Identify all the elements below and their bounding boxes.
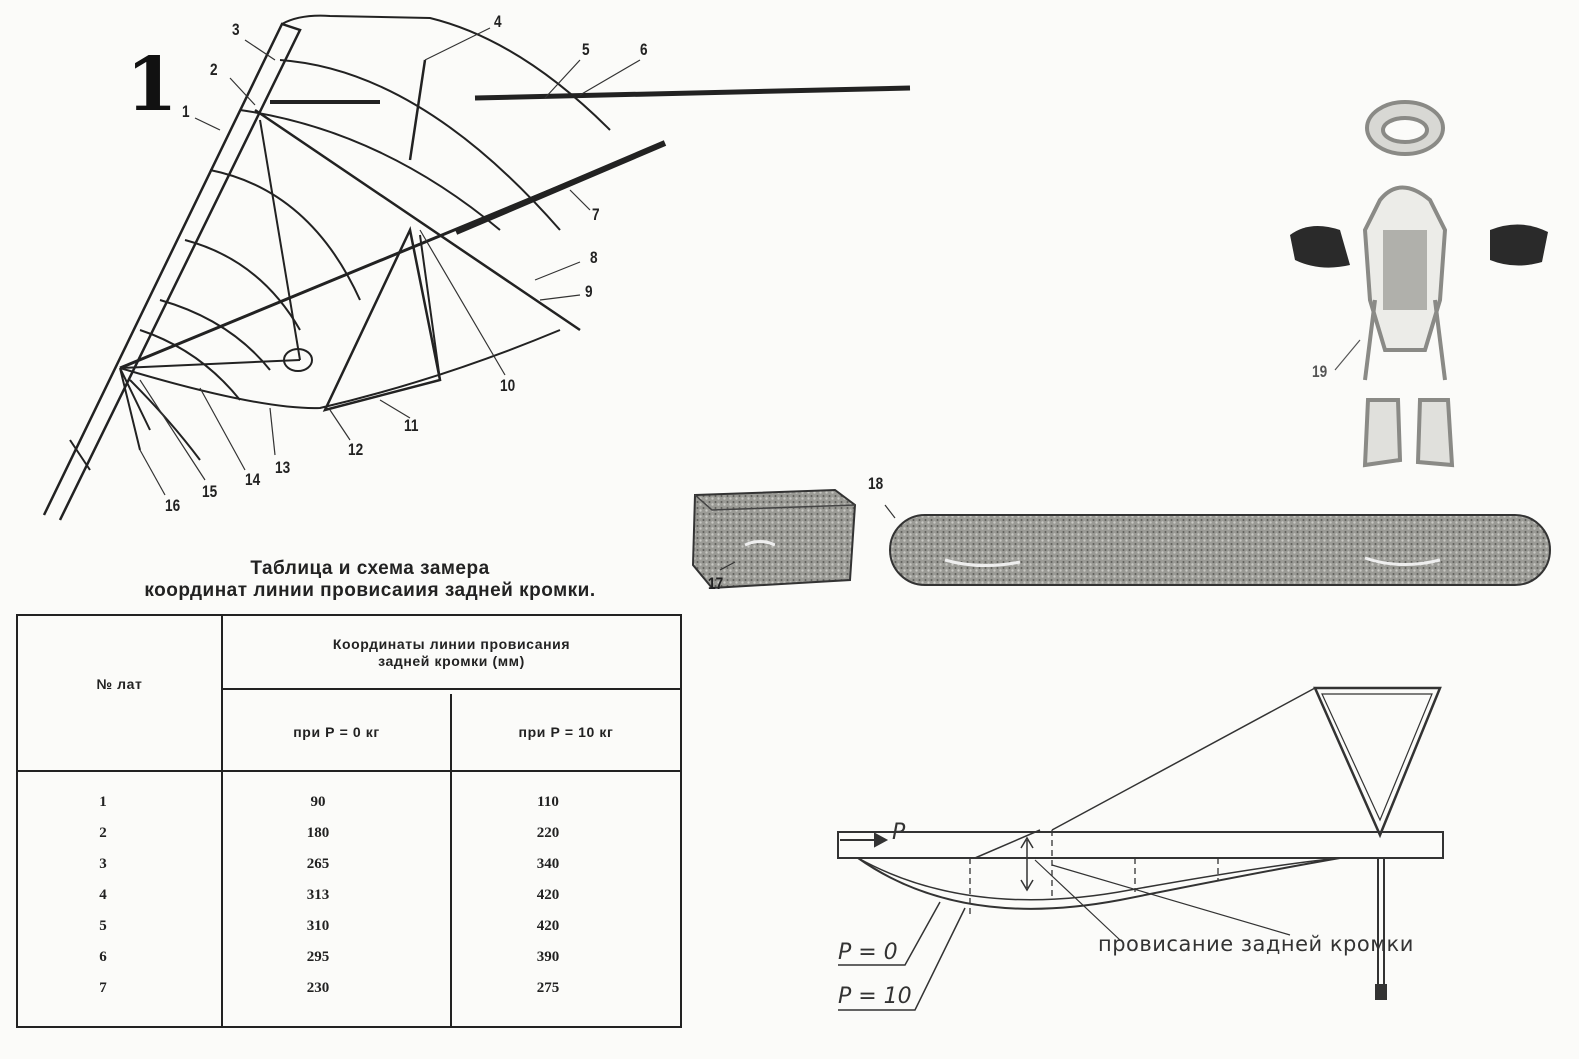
callout-2: 2 bbox=[210, 60, 218, 79]
sail-top-edge bbox=[281, 14, 611, 131]
callout-4: 4 bbox=[494, 12, 502, 31]
cross-tube-end bbox=[454, 140, 667, 235]
table-title: Таблица и схема замера координат линии п… bbox=[40, 558, 700, 602]
right-glove bbox=[1490, 224, 1548, 266]
callout-19: 19 bbox=[1312, 362, 1328, 381]
sail-batten bbox=[279, 59, 561, 231]
equipment-cases bbox=[691, 488, 1551, 590]
measurement-table: № лат Координаты линии провисания задней… bbox=[16, 614, 682, 1028]
callout-5: 5 bbox=[582, 40, 590, 59]
left-glove bbox=[1290, 226, 1350, 268]
header-coordinates: Координаты линии провисания задней кромк… bbox=[223, 636, 680, 670]
header-p0: при Р = 0 кг bbox=[293, 724, 380, 740]
keel-extension bbox=[474, 85, 911, 101]
callout-6: 6 bbox=[640, 40, 648, 59]
header-coordinates-line1: Координаты линии провисания bbox=[332, 636, 571, 652]
p0-label: Р = 0 bbox=[838, 940, 898, 965]
leading-edge-tube bbox=[42, 22, 302, 521]
callout-11: 11 bbox=[404, 416, 419, 435]
callout-10: 10 bbox=[500, 376, 516, 395]
header-p10: при Р = 10 кг bbox=[518, 724, 614, 740]
callout-13: 13 bbox=[275, 458, 291, 477]
callout-17: 17 bbox=[708, 574, 724, 593]
callout-12: 12 bbox=[348, 440, 364, 459]
hang-glider-drawing bbox=[42, 14, 911, 521]
suitcase-photo bbox=[691, 488, 857, 590]
table-title-line1: Таблица и схема замера bbox=[250, 558, 490, 579]
callout-1: 1 bbox=[182, 102, 190, 121]
control-bar-frame bbox=[322, 226, 442, 412]
control-frame-schema bbox=[1313, 686, 1442, 839]
callout-15: 15 bbox=[202, 482, 218, 501]
callout-7: 7 bbox=[592, 205, 600, 224]
keel-tube bbox=[254, 108, 581, 332]
sag-label: провисание задней кромки bbox=[1098, 932, 1414, 956]
pilot-gear-photo bbox=[1290, 100, 1548, 468]
table-title-line2: координат линии провисаиия задней кромки… bbox=[144, 580, 596, 601]
mast bbox=[408, 59, 427, 161]
callout-3: 3 bbox=[232, 20, 240, 39]
keel-tube-schema bbox=[837, 831, 1444, 859]
sag-schema bbox=[837, 686, 1444, 1011]
glider-bag-photo bbox=[889, 514, 1551, 586]
header-coordinates-line2: задней кромки (мм) bbox=[378, 653, 525, 669]
header-batten-number: № лат bbox=[96, 676, 143, 692]
callout-14: 14 bbox=[245, 470, 261, 489]
callout-9: 9 bbox=[585, 282, 593, 301]
callout-8: 8 bbox=[590, 248, 598, 267]
force-label: Р bbox=[892, 820, 906, 845]
figure-number: 1 bbox=[126, 42, 178, 128]
p10-label: Р = 10 bbox=[838, 984, 912, 1009]
callout-16: 16 bbox=[165, 496, 181, 515]
callout-18: 18 bbox=[868, 474, 884, 493]
